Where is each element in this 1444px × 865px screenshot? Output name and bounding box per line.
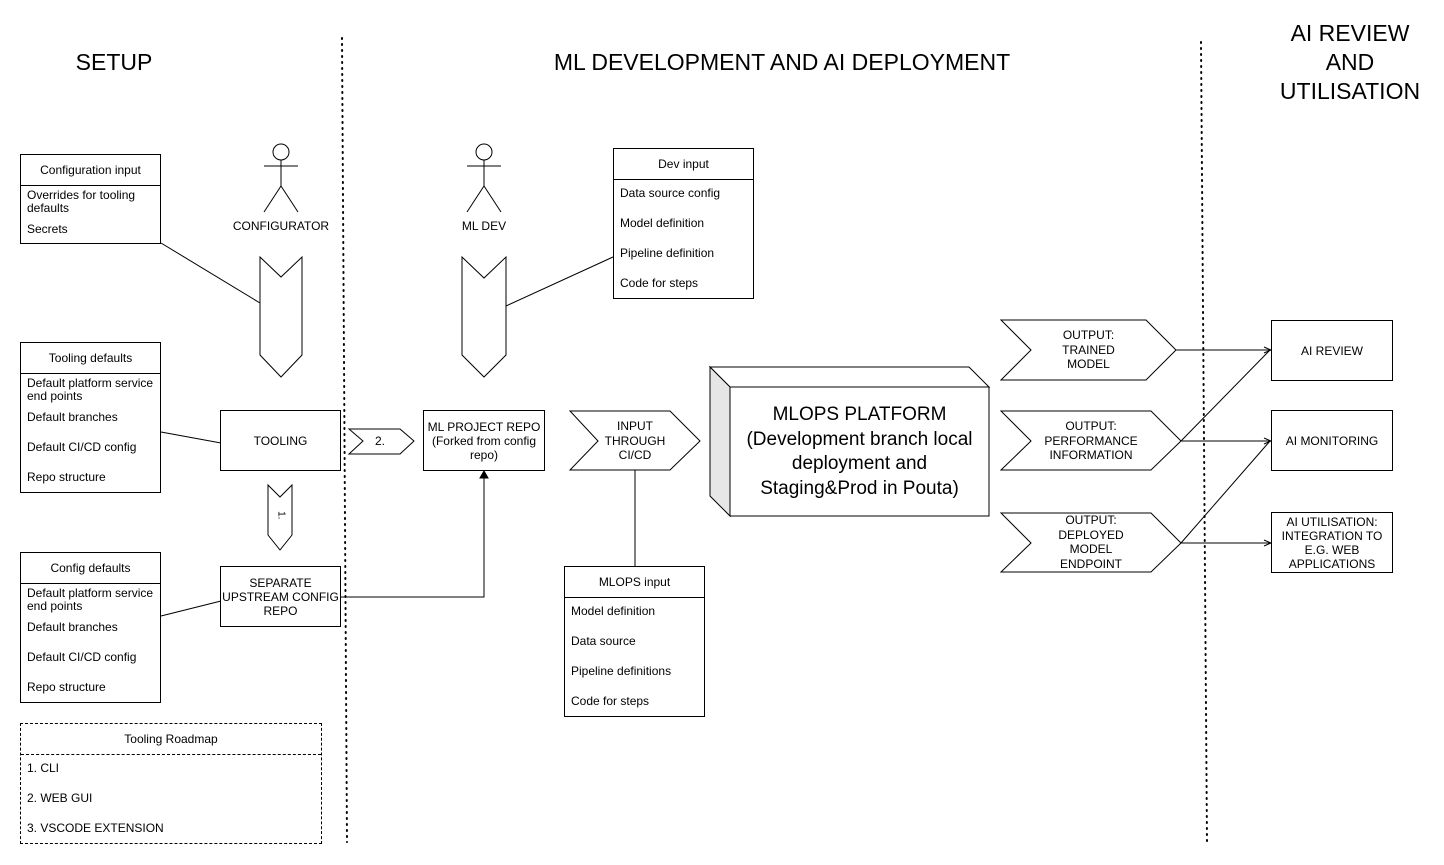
ml-dev-label: ML DEV: [461, 219, 507, 233]
step1-label: 1.: [275, 511, 287, 520]
configurator-actor-icon: [263, 143, 299, 213]
line-config-input: [160, 242, 261, 304]
configuration-input-box: Configuration input Overrides for toolin…: [20, 154, 161, 244]
configurator-label: CONFIGURATOR: [232, 219, 330, 233]
upstream-config-repo-node: SEPARATE UPSTREAM CONFIG REPO: [220, 566, 341, 627]
output-performance-shape: [999, 410, 1182, 471]
line-tooling-defaults: [160, 431, 222, 444]
tooling-defaults-item: Default CI/CD config: [27, 440, 137, 454]
step2-label: 2.: [374, 434, 385, 448]
ml-project-repo-label: ML PROJECT REPO (Forked from config repo…: [427, 419, 541, 462]
step1-chevron-shape: [267, 483, 293, 551]
step2-chevron-shape: [347, 428, 415, 455]
ml-dev-chevron-shape: [461, 255, 507, 378]
config-defaults-item: Repo structure: [27, 680, 106, 694]
tooling-roadmap-item: 3. VSCODE EXTENSION: [27, 821, 164, 835]
divider-ml-ai: [1200, 41, 1208, 843]
arrow-upstream-to-project: [341, 476, 485, 598]
configuration-input-title: Configuration input: [21, 155, 160, 186]
mlops-input-item: Pipeline definitions: [571, 664, 672, 678]
dev-input-item: Data source config: [620, 186, 721, 200]
tooling-roadmap-item: 1. CLI: [27, 761, 60, 775]
output-performance-label: OUTPUT: PERFORMANCE INFORMATION: [1044, 419, 1138, 462]
output-arrows: [1176, 349, 1271, 544]
line-dev-input: [505, 256, 614, 307]
tooling-defaults-item: Default platform service end points: [27, 376, 154, 403]
line-config-defaults: [160, 600, 222, 617]
section-setup-title: SETUP: [75, 49, 153, 75]
ai-review-node: AI REVIEW: [1271, 320, 1393, 381]
output-trained-shape: [999, 319, 1177, 381]
ml-dev-actor-icon: [466, 143, 502, 213]
dev-input-item: Model definition: [620, 216, 705, 230]
config-defaults-item: Default branches: [27, 620, 118, 634]
mlops-input-item: Model definition: [571, 604, 656, 618]
divider-setup-ml: [341, 37, 348, 843]
config-defaults-item: Default platform service end points: [27, 586, 154, 613]
config-defaults-box: Config defaults Default platform service…: [20, 552, 161, 703]
mlops-input-box: MLOPS input Model definition Data source…: [564, 566, 705, 717]
configuration-input-item: Overrides for tooling defaults: [27, 188, 136, 215]
configuration-input-item: Secrets: [27, 222, 68, 236]
dev-input-item: Pipeline definition: [620, 246, 715, 260]
config-defaults-title: Config defaults: [21, 553, 160, 584]
output-deployed-label: OUTPUT: DEPLOYED MODEL ENDPOINT: [1058, 513, 1124, 571]
tooling-defaults-title: Tooling defaults: [21, 343, 160, 374]
tooling-defaults-box: Tooling defaults Default platform servic…: [20, 342, 161, 493]
mlops-input-item: Data source: [571, 634, 636, 648]
mlops-input-item: Code for steps: [571, 694, 650, 708]
tooling-node: TOOLING: [220, 410, 341, 471]
mlops-input-title: MLOPS input: [565, 567, 704, 598]
ai-utilisation-label: AI UTILISATION: INTEGRATION TO E.G. WEB …: [1281, 514, 1383, 571]
tooling-defaults-item: Repo structure: [27, 470, 106, 484]
upstream-config-repo-label: SEPARATE UPSTREAM CONFIG REPO: [222, 575, 339, 618]
output-deployed-shape: [999, 512, 1182, 573]
section-ai-review-title: AI REVIEW AND UTILISATION: [1279, 20, 1421, 104]
dev-input-box: Dev input Data source config Model defin…: [613, 148, 754, 299]
config-defaults-item: Default CI/CD config: [27, 650, 137, 664]
output-trained-label: OUTPUT: TRAINED MODEL: [1062, 328, 1115, 371]
tooling-roadmap-box: Tooling Roadmap 1. CLI 2. WEB GUI 3. VSC…: [20, 723, 322, 844]
configurator-chevron-shape: [259, 255, 303, 378]
ai-monitoring-node: AI MONITORING: [1271, 410, 1393, 471]
dev-input-item: Code for steps: [620, 276, 699, 290]
mlops-platform-label: MLOPS PLATFORM (Development branch local…: [746, 404, 973, 499]
arrowhead-project: [479, 469, 489, 479]
input-cicd-label: INPUT THROUGH CI/CD: [604, 419, 666, 462]
mlops-platform-shape: [708, 365, 991, 518]
input-cicd-shape: [568, 410, 701, 471]
tooling-defaults-item: Default branches: [27, 410, 118, 424]
ai-utilisation-node: AI UTILISATION: INTEGRATION TO E.G. WEB …: [1271, 512, 1393, 573]
dev-input-title: Dev input: [614, 149, 753, 180]
tooling-roadmap-title: Tooling Roadmap: [21, 724, 321, 755]
tooling-roadmap-item: 2. WEB GUI: [27, 791, 93, 805]
ml-project-repo-node: ML PROJECT REPO (Forked from config repo…: [423, 410, 545, 471]
section-ml-dev-title: ML DEVELOPMENT AND AI DEPLOYMENT: [553, 49, 1011, 75]
